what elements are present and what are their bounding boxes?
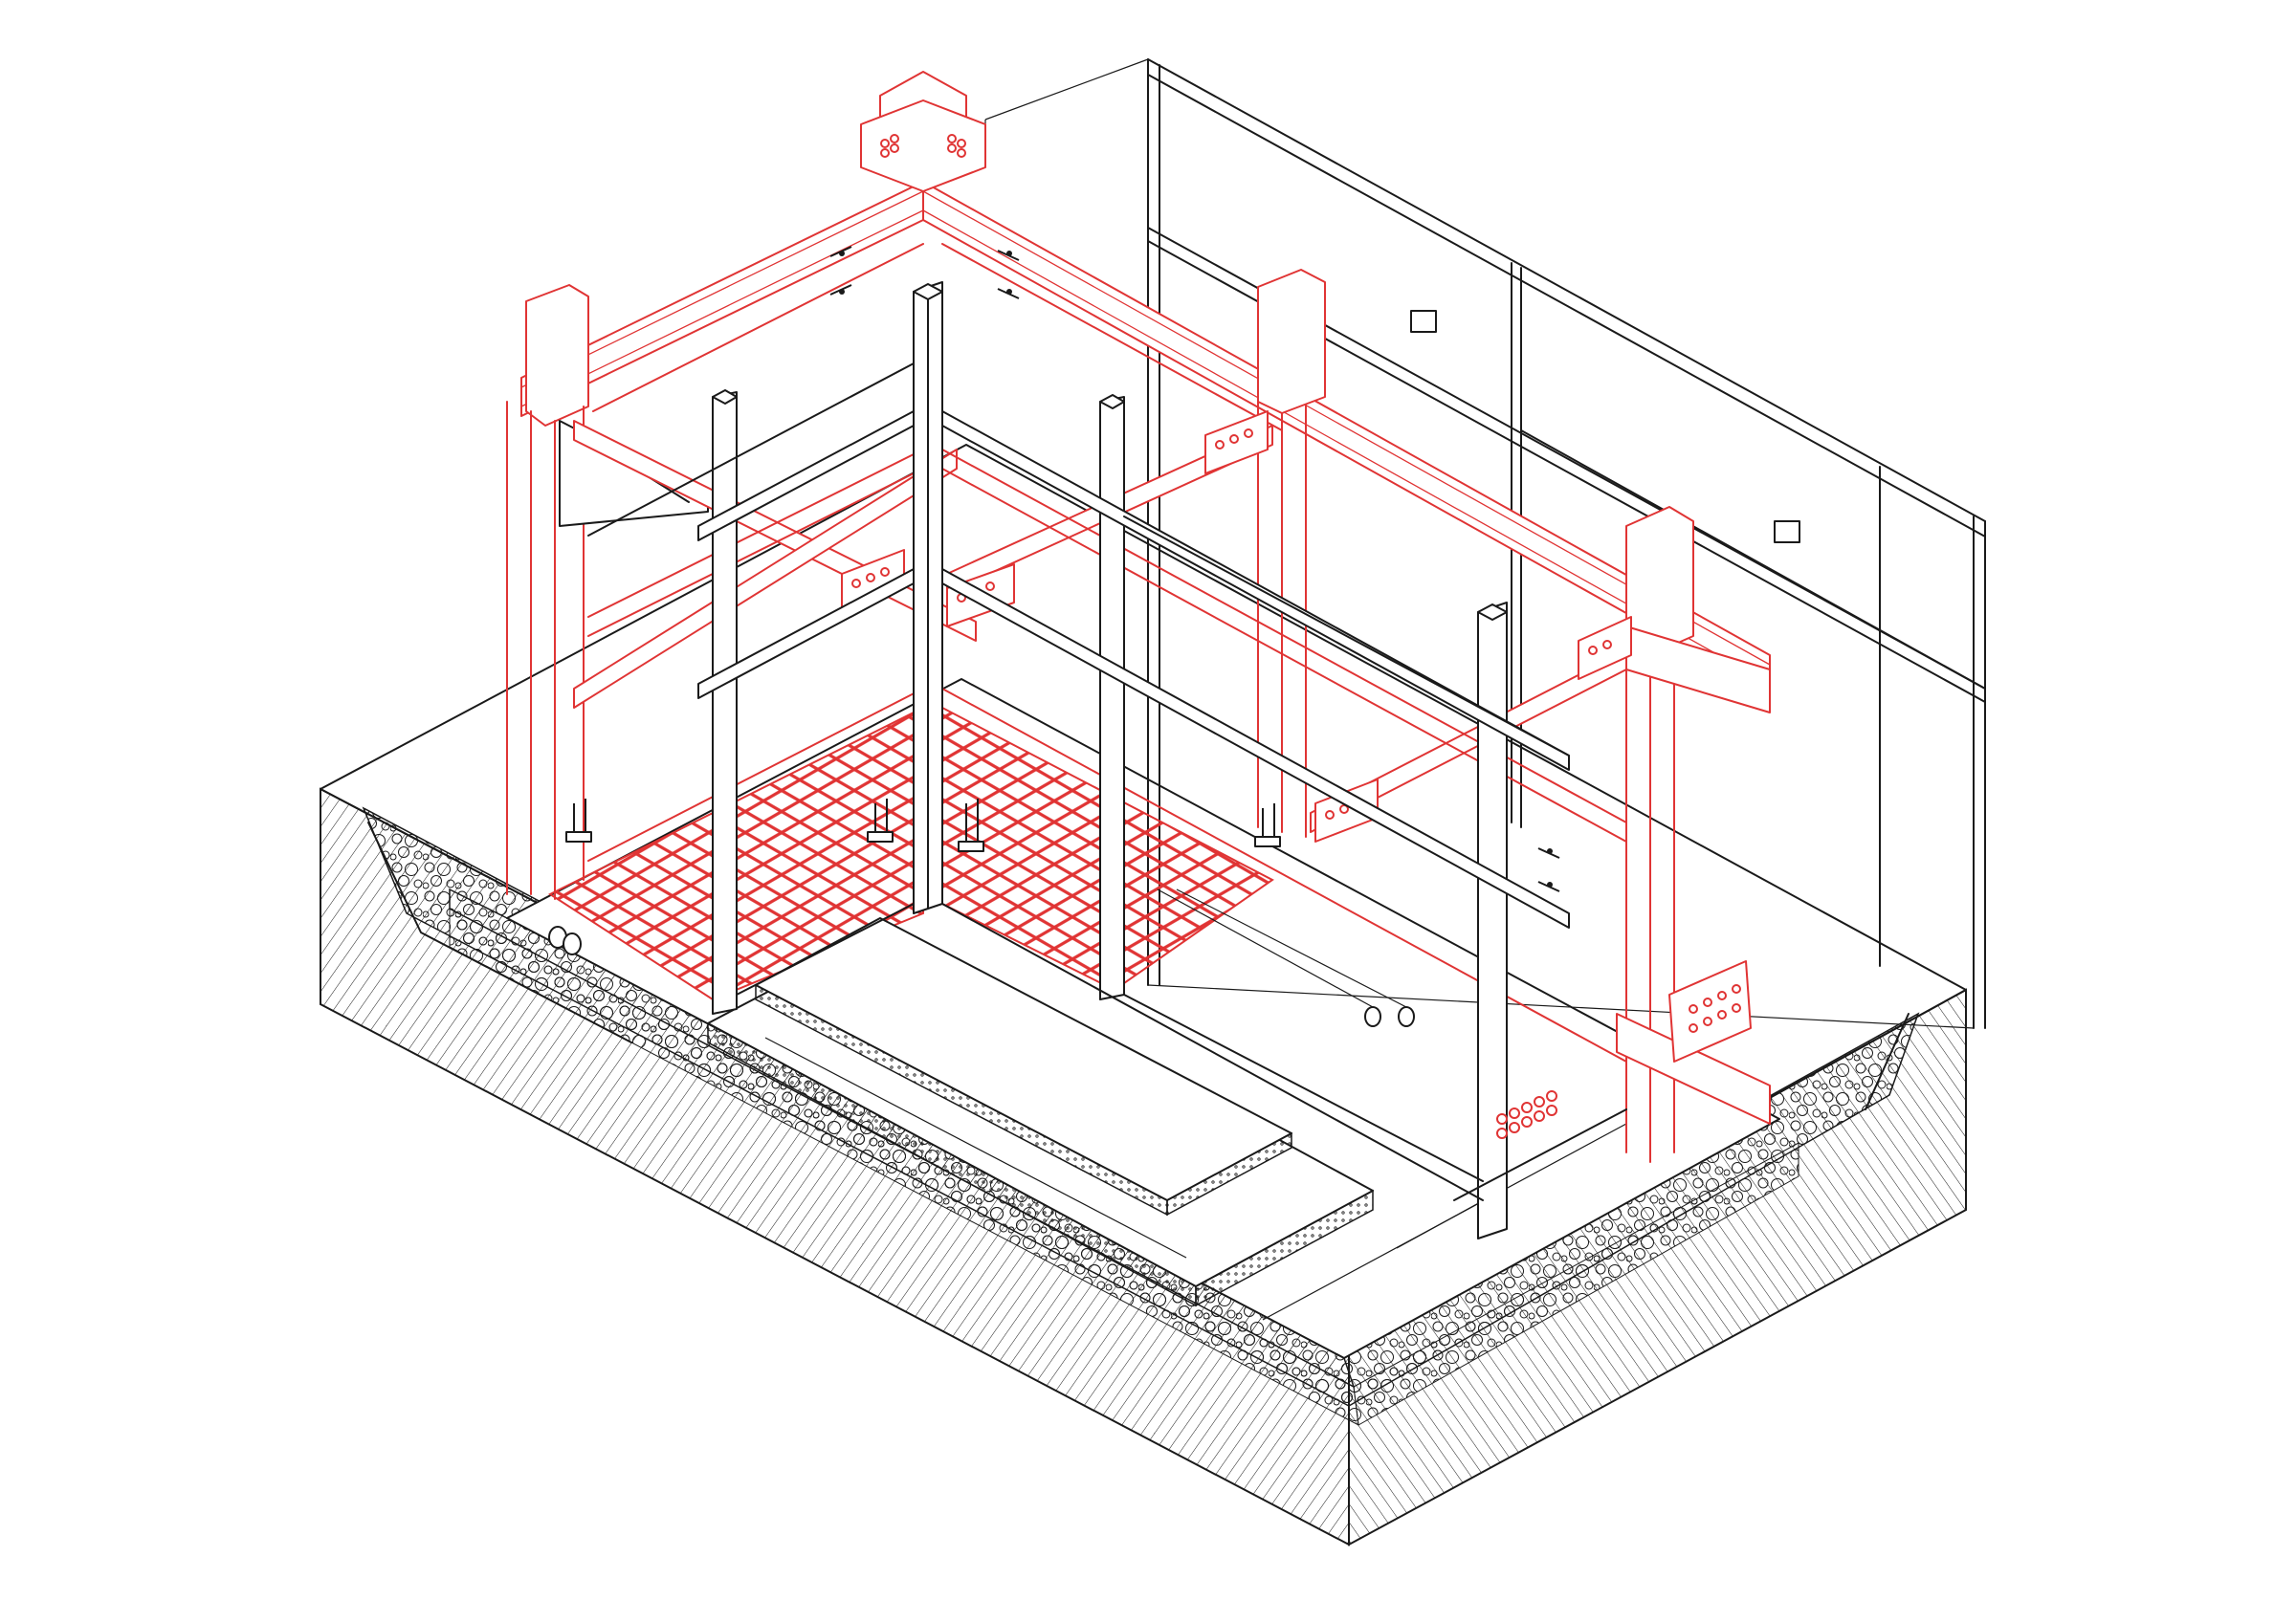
floor-edge-right [941, 903, 1484, 1201]
bolt-row [1496, 1090, 1557, 1139]
back-beam-left [592, 243, 924, 412]
bolt-hole [866, 573, 875, 582]
floor-edge-front [1453, 1108, 1627, 1201]
red-sill-right [941, 688, 1627, 1063]
slab-groove [764, 1037, 1187, 1259]
bolt-hole [1215, 440, 1225, 450]
brace-left-b [573, 449, 958, 709]
bolt-hole [1717, 1010, 1727, 1020]
rhs-post-left-1-cap [712, 389, 738, 405]
rail-left-upper [697, 410, 915, 541]
bolt-pair [997, 250, 1020, 299]
wall-clip-1 [1410, 310, 1437, 333]
rail-left-lower [697, 568, 915, 699]
slab-upper-side [1166, 1131, 1292, 1217]
bolt-hole [1229, 434, 1239, 444]
brace-right-b [1310, 649, 1627, 833]
rhs-post-left-1 [712, 391, 738, 1015]
bolt-hole [1703, 998, 1712, 1007]
back-beam-right [941, 243, 1283, 431]
floor-edge-left [736, 903, 915, 996]
corner-post-cap [913, 283, 943, 300]
pipe-run [1157, 888, 1374, 1008]
rear-wall-sill [1147, 984, 1975, 1029]
red-rail-right-2 [941, 468, 1627, 843]
bolt-hole [890, 143, 899, 153]
rail-right-extension [1123, 515, 1570, 757]
anchor-bolt [565, 799, 592, 843]
anchor-bolt [958, 799, 984, 852]
slab-lower-side [1195, 1189, 1374, 1307]
rear-wall-top-left-edge [984, 58, 1149, 121]
base-gusset-plate [1668, 960, 1752, 1063]
rhs-post-right-1-cap [1099, 394, 1125, 409]
bolt-hole [957, 148, 966, 158]
pipe-end [1398, 1006, 1415, 1027]
red-rail-left-1 [587, 449, 924, 618]
rail-right-lower [941, 568, 1570, 929]
pipe-run [1176, 888, 1407, 1008]
floor-joint-2 [1396, 1195, 1493, 1249]
red-rail-left-2 [587, 468, 924, 637]
bolt-hole [947, 143, 957, 153]
anchor-bolt [1254, 803, 1281, 847]
pipe-end [1364, 1006, 1381, 1027]
trench-profile-right [1865, 1013, 1910, 1110]
bolt-hole [1602, 640, 1612, 649]
floor-edge-right-2 [1123, 994, 1484, 1182]
base-beam-right [1616, 1013, 1771, 1125]
bolt-hole [1732, 1003, 1741, 1013]
bolt-hole [880, 148, 890, 158]
bolt-hole [947, 134, 957, 143]
bolt-hole [1244, 428, 1253, 438]
rear-wall-top-rail [1147, 58, 1986, 522]
left-column-head [525, 284, 589, 427]
bolt-hole [1732, 984, 1741, 994]
pipe-end [563, 932, 582, 955]
bolt-hole [1703, 1017, 1712, 1026]
rail-left-top [587, 362, 915, 537]
bolt-hole [890, 134, 899, 143]
bolt-hole [1689, 1023, 1698, 1033]
anchor-bolts [565, 246, 1560, 1139]
rhs-post-right-2 [1477, 602, 1508, 1239]
bolt-hole [957, 139, 966, 148]
stepped-slabs [707, 917, 1374, 1307]
rail-right-upper [941, 410, 1570, 771]
red-rail-right-1 [941, 449, 1627, 823]
corner-gusset [860, 99, 986, 192]
rear-wall-top-rail-inner [1147, 74, 1986, 537]
bolt-pair [829, 246, 852, 296]
bolt-hole [880, 139, 890, 148]
pit-gravel-right [1353, 1142, 1799, 1426]
back-column-head [1257, 269, 1326, 414]
bolt-hole [851, 579, 861, 588]
bolt-hole [1689, 1004, 1698, 1014]
bolt-hole [1717, 991, 1727, 1000]
service-pipes [548, 888, 1415, 1027]
bolt-pair [1537, 847, 1560, 892]
rhs-post-right-1 [1099, 396, 1125, 1000]
wall-clip-2 [1774, 520, 1800, 543]
rear-wall-transom-2 [1520, 429, 1986, 690]
bolt-hole [880, 567, 890, 577]
bolt-hole [1588, 646, 1598, 655]
bolt-hole [1339, 804, 1349, 814]
anchor-bolt [867, 799, 894, 843]
red-sill-left [587, 688, 924, 862]
bolt-hole [985, 581, 995, 591]
rhs-post-right-2-cap [1477, 603, 1508, 621]
bolt-hole [1325, 810, 1335, 820]
rhs-posts-and-rails [587, 281, 1627, 1239]
